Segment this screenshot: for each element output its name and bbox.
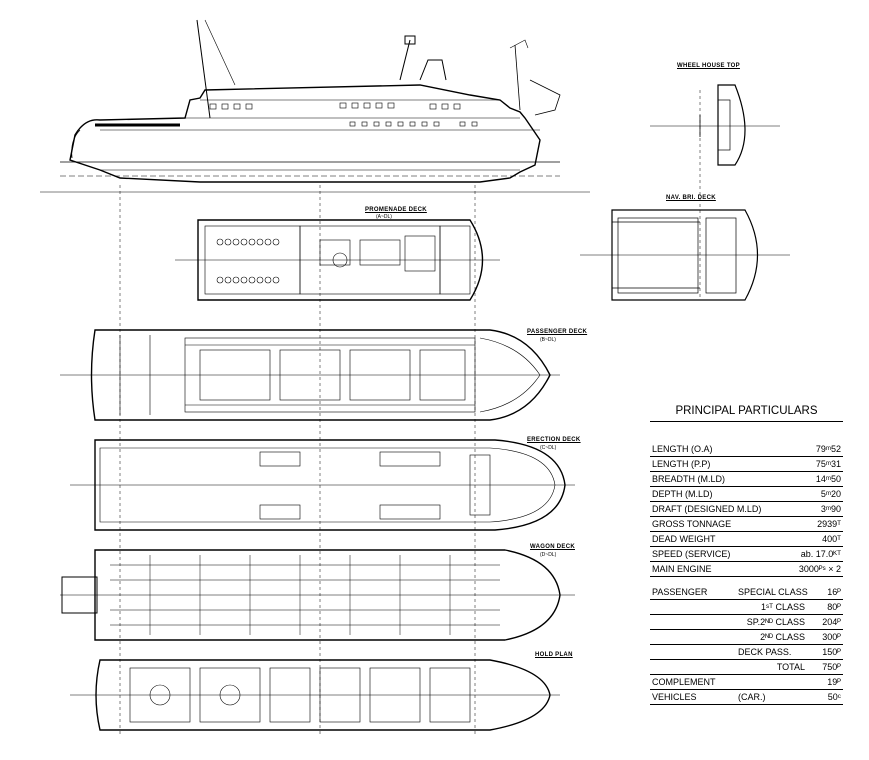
passenger-label: PASSENGER	[652, 587, 708, 597]
vehicles-row: VEHICLES (CAR.) 50ᶜ	[650, 690, 843, 705]
particular-value: 2939ᵀ	[817, 519, 841, 529]
particular-value: 3000ᴾˢ × 2	[798, 564, 841, 574]
particular-value: ab. 17.0ᴷᵀ	[800, 549, 841, 559]
passenger-deck-label: PASSENGER DECK	[527, 329, 588, 335]
passenger-deck-sublabel: (B~DL)	[540, 337, 556, 343]
erection-deck-sublabel: (C~DL)	[540, 445, 557, 451]
erection-deck-plan	[70, 439, 575, 531]
vehicles-sub: (CAR.)	[738, 692, 766, 702]
passenger-row: SP.2ᴺᴰ CLASS 204ᴾ	[650, 615, 843, 630]
particular-value: 400ᵀ	[822, 534, 841, 544]
promenade-deck-plan	[175, 219, 500, 301]
particular-value: 79ᵐ52	[815, 444, 841, 454]
particular-row: DEAD WEIGHT 400ᵀ	[650, 532, 843, 547]
hold-plan-label: HOLD PLAN	[535, 652, 573, 658]
particular-key: DEPTH (M.LD)	[652, 489, 713, 499]
passenger-class-value: 80ᴾ	[827, 602, 841, 612]
passenger-total-row: TOTAL 750ᴾ	[650, 660, 843, 675]
particular-row: LENGTH (P.P) 75ᵐ31	[650, 457, 843, 472]
vehicles-key: VEHICLES	[652, 692, 697, 702]
erection-deck-label: ERECTION DECK	[527, 437, 581, 443]
wagon-deck-sublabel: (D~DL)	[540, 552, 557, 558]
passenger-class-name: SP.2ᴺᴰ CLASS	[746, 617, 805, 627]
passenger-class-name: SPECIAL CLASS	[738, 587, 808, 597]
passenger-class-value: 16ᴾ	[827, 587, 841, 597]
vehicles-value: 50ᶜ	[827, 692, 841, 702]
particular-key: SPEED (SERVICE)	[652, 549, 731, 559]
promenade-deck-sublabel: (A~DL)	[376, 214, 392, 220]
passenger-class-value: 204ᴾ	[822, 617, 841, 627]
particular-row: MAIN ENGINE 3000ᴾˢ × 2	[650, 562, 843, 577]
passenger-row: DECK PASS. 150ᴾ	[650, 645, 843, 660]
passenger-class-value: 150ᴾ	[822, 647, 841, 657]
nav-bridge-deck-plan	[580, 209, 790, 301]
wheel-house-top-plan	[650, 84, 780, 166]
hold-plan	[70, 659, 560, 731]
wagon-deck-label: WAGON DECK	[530, 544, 575, 550]
wheel-house-top-label: WHEEL HOUSE TOP	[677, 63, 740, 69]
complement-row: COMPLEMENT 19ᴾ	[650, 675, 843, 690]
passenger-total-value: 750ᴾ	[822, 662, 841, 672]
construction-lines	[119, 90, 701, 735]
passenger-row: PASSENGER SPECIAL CLASS 16ᴾ	[650, 585, 843, 600]
passenger-class-name: DECK PASS.	[738, 647, 792, 657]
particular-row: LENGTH (O.A) 79ᵐ52	[650, 442, 843, 457]
particular-row: BREADTH (M.LD) 14ᵐ50	[650, 472, 843, 487]
wagon-deck-plan	[60, 549, 575, 641]
particular-value: 14ᵐ50	[815, 474, 841, 484]
particular-key: DEAD WEIGHT	[652, 534, 716, 544]
passenger-deck-plan	[60, 329, 560, 421]
passenger-row: 2ᴺᴰ CLASS 300ᴾ	[650, 630, 843, 645]
particular-value: 75ᵐ31	[815, 459, 841, 469]
particular-key: LENGTH (O.A)	[652, 444, 713, 454]
passenger-class-name: 2ᴺᴰ CLASS	[760, 632, 805, 642]
particular-value: 3ᵐ90	[820, 504, 841, 514]
nav-bri-deck-label: NAV. BRI. DECK	[666, 195, 716, 201]
complement-key: COMPLEMENT	[652, 677, 716, 687]
passenger-class-value: 300ᴾ	[822, 632, 841, 642]
complement-value: 19ᴾ	[827, 677, 841, 687]
particular-row: GROSS TONNAGE 2939ᵀ	[650, 517, 843, 532]
particular-key: DRAFT (DESIGNED M.LD)	[652, 504, 762, 514]
particular-key: MAIN ENGINE	[652, 564, 712, 574]
particular-key: BREADTH (M.LD)	[652, 474, 726, 484]
principal-particulars-table: PRINCIPAL PARTICULARS LENGTH (O.A)79ᵐ52 …	[650, 405, 843, 705]
particular-row: DEPTH (M.LD) 5ᵐ20	[650, 487, 843, 502]
particular-value: 5ᵐ20	[820, 489, 841, 499]
passenger-class-name: 1ˢᵀ CLASS	[761, 602, 805, 612]
particular-key: GROSS TONNAGE	[652, 519, 732, 529]
side-elevation-profile	[40, 19, 590, 193]
principal-particulars-title: PRINCIPAL PARTICULARS	[650, 405, 843, 422]
particular-row: DRAFT (DESIGNED M.LD) 3ᵐ90	[650, 502, 843, 517]
particular-row: SPEED (SERVICE) ab. 17.0ᴷᵀ	[650, 547, 843, 562]
passenger-row: 1ˢᵀ CLASS 80ᴾ	[650, 600, 843, 615]
particular-key: LENGTH (P.P)	[652, 459, 711, 469]
passenger-total-label: TOTAL	[776, 662, 805, 672]
promenade-deck-label: PROMENADE DECK	[365, 207, 427, 213]
